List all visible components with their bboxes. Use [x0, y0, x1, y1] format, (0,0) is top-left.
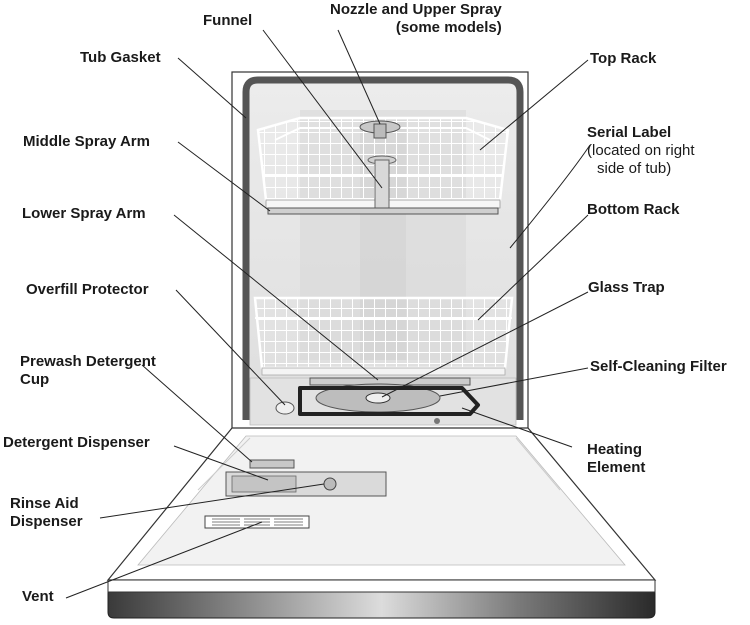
prewash-cup-part [249, 459, 295, 469]
leader-prewash-cup [141, 364, 253, 463]
label-nozzle-line2: (some models) [395, 19, 502, 36]
label-prewash-cup: Prewash Detergent Cup [20, 353, 156, 389]
leader-lower-spray-arm [173, 214, 379, 381]
label-nozzle-line1: Nozzle and Upper Spray [330, 1, 502, 18]
label-nozzle: Nozzle and Upper Spray (some models) [330, 1, 502, 37]
label-funnel: Funnel [203, 12, 252, 30]
leader-serial-label [509, 144, 591, 249]
label-rinse-aid: Rinse Aid Dispenser [10, 495, 83, 531]
middle-spray-arm-part [267, 207, 499, 215]
label-middle-spray-arm: Middle Spray Arm [23, 133, 150, 151]
label-serial-label: Serial Label (located on right side of t… [587, 124, 695, 178]
leader-lines [65, 29, 591, 599]
label-rinse-line1: Rinse Aid [10, 495, 79, 512]
upper-nozzle [359, 120, 401, 139]
leader-self-cleaning-filter [439, 367, 589, 397]
funnel-part [367, 155, 397, 211]
label-tub-gasket: Tub Gasket [80, 49, 161, 67]
lower-spray-arm-part [309, 377, 471, 386]
leader-middle-spray-arm [177, 141, 271, 212]
label-rinse-line2: Dispenser [10, 513, 83, 530]
label-self-cleaning-filter: Self-Cleaning Filter [590, 358, 727, 376]
label-overfill-protector: Overfill Protector [26, 281, 149, 299]
leader-bottom-rack [477, 214, 589, 321]
label-heating-line2: Element [587, 459, 646, 476]
leader-rinse-aid [99, 483, 325, 519]
label-bottom-rack: Bottom Rack [587, 201, 680, 219]
leader-tub-gasket [177, 57, 247, 119]
label-vent-text: Vent [22, 588, 54, 605]
label-lower-spray-arm-text: Lower Spray Arm [22, 205, 146, 222]
label-tub-gasket-text: Tub Gasket [80, 49, 161, 66]
label-funnel-text: Funnel [203, 12, 253, 29]
label-detergent-dispenser: Detergent Dispenser [3, 434, 150, 452]
label-detergent-dispenser-text: Detergent Dispenser [3, 434, 150, 451]
label-overfill-protector-text: Overfill Protector [26, 281, 149, 298]
leader-heating-element [461, 407, 573, 448]
label-middle-spray-arm-text: Middle Spray Arm [23, 133, 150, 150]
label-glass-trap-text: Glass Trap [588, 279, 665, 296]
label-heating-element: Heating Element [587, 441, 645, 477]
label-top-rack-text: Top Rack [590, 50, 657, 67]
label-prewash-line1: Prewash Detergent [20, 353, 156, 370]
label-prewash-line2: Cup [20, 371, 50, 388]
label-lower-spray-arm: Lower Spray Arm [22, 205, 146, 223]
leader-detergent-dispenser [173, 445, 269, 481]
label-top-rack: Top Rack [590, 50, 656, 68]
label-self-cleaning-filter-text: Self-Cleaning Filter [590, 358, 727, 375]
leader-nozzle [337, 29, 381, 125]
rinse-aid-part [323, 477, 337, 491]
heating-element-part [298, 386, 480, 416]
leader-glass-trap [381, 291, 589, 398]
label-serial-label-title: Serial Label [587, 124, 672, 141]
label-vent: Vent [22, 588, 54, 606]
tub-floor [249, 377, 517, 426]
leader-overfill-protector [175, 289, 286, 406]
label-serial-label-note2: side of tub) [597, 160, 672, 177]
leader-top-rack [479, 59, 589, 151]
label-serial-label-note1: (located on right [587, 142, 695, 159]
leader-funnel [262, 29, 383, 189]
label-bottom-rack-text: Bottom Rack [587, 201, 680, 218]
door-panel [106, 427, 657, 585]
bottom-rack-wires [253, 296, 514, 376]
door-trim [107, 579, 656, 619]
label-glass-trap: Glass Trap [588, 279, 665, 297]
label-heating-line1: Heating [587, 441, 643, 458]
leader-vent [65, 521, 263, 599]
overfill-protector-part [275, 401, 295, 415]
